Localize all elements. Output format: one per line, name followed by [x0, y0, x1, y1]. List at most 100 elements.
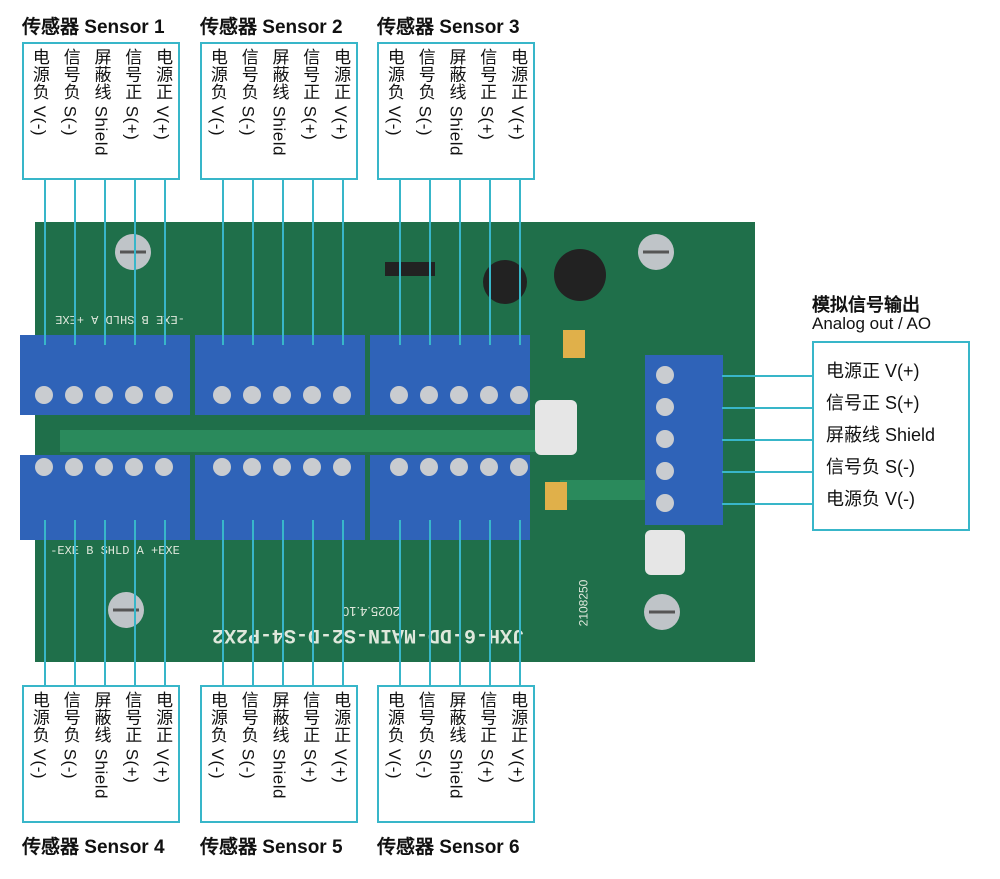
board-serial: 2108250	[576, 579, 591, 627]
connector-line	[342, 180, 344, 345]
pin-label: 屏蔽线 Shield	[91, 48, 111, 156]
sensor-3-pin-box: 电源负 V(-) 信号负 S(-) 屏蔽线 Shield 信号正 S(+) 电源…	[377, 42, 535, 180]
pin-label: 电源正 V(+)	[331, 691, 351, 784]
terminal-screw-icon	[273, 458, 291, 476]
connector-line	[489, 520, 491, 685]
sensor-4-title: 传感器 Sensor 4	[22, 837, 165, 858]
terminal-screw-icon	[65, 458, 83, 476]
terminal-labels-bottom: -EXE B SHLD A +EXE	[50, 544, 180, 558]
pin-label: 电源正 V(+)	[508, 691, 528, 784]
terminal-screw-icon	[243, 458, 261, 476]
connector-line	[282, 180, 284, 345]
pin-label: 信号正 S(+)	[122, 48, 142, 141]
pin-label: 信号正 S(+)	[122, 691, 142, 784]
screw-icon	[115, 234, 151, 270]
terminal-screw-icon	[656, 430, 674, 448]
pin-label: 信号负 S(-)	[238, 691, 258, 780]
sensor-4-pin-box: 电源负 V(-) 信号负 S(-) 屏蔽线 Shield 信号正 S(+) 电源…	[22, 685, 180, 823]
pin-label: 屏蔽线 Shield	[446, 691, 466, 799]
sensor-6-pin-box: 电源负 V(-) 信号负 S(-) 屏蔽线 Shield 信号正 S(+) 电源…	[377, 685, 535, 823]
connector-line	[722, 503, 812, 505]
pin-label: 电源正 V(+)	[153, 691, 173, 784]
connector-line	[104, 520, 106, 685]
pin-label: 信号正 S(+)	[300, 691, 320, 784]
ao-title: 模拟信号输出	[812, 295, 920, 315]
pin-label: 屏蔽线 Shield	[446, 48, 466, 156]
terminal-screw-icon	[213, 386, 231, 404]
terminal-screw-icon	[333, 458, 351, 476]
pin-label: 电源负 V(-)	[207, 691, 227, 780]
connector-line	[164, 520, 166, 685]
terminal-block-top	[370, 335, 530, 415]
terminal-screw-icon	[35, 458, 53, 476]
sensor-2-title: 传感器 Sensor 2	[200, 17, 343, 38]
connector-line	[459, 520, 461, 685]
terminal-screw-icon	[656, 398, 674, 416]
terminal-screw-icon	[480, 386, 498, 404]
screw-icon	[108, 592, 144, 628]
terminal-screw-icon	[510, 386, 528, 404]
terminal-screw-icon	[213, 458, 231, 476]
ao-pin-box: 电源正 V(+) 信号正 S(+) 屏蔽线 Shield 信号负 S(-) 电源…	[812, 341, 970, 531]
terminal-screw-icon	[95, 458, 113, 476]
connector-line	[44, 520, 46, 685]
connector-line	[429, 520, 431, 685]
connector-line	[722, 375, 812, 377]
pin-label: 电源负 V(-)	[29, 691, 49, 780]
terminal-screw-icon	[510, 458, 528, 476]
pin-label: 电源正 V(+)	[331, 48, 351, 141]
pin-label: 电源负 V(-)	[207, 48, 227, 137]
terminal-screw-icon	[273, 386, 291, 404]
capacitor	[545, 482, 567, 510]
connector-line	[222, 180, 224, 345]
ao-pin-label: 信号负 S(-)	[826, 457, 915, 477]
pin-label: 电源负 V(-)	[384, 48, 404, 137]
pin-label: 信号正 S(+)	[477, 48, 497, 141]
pin-label: 信号负 S(-)	[238, 48, 258, 137]
connector-line	[252, 180, 254, 345]
connector-line	[722, 439, 812, 441]
terminal-labels-top: -EXE B SHLD A +EXE	[55, 312, 185, 326]
pin-label: 电源正 V(+)	[508, 48, 528, 141]
terminal-screw-icon	[35, 386, 53, 404]
connector-line	[519, 180, 521, 345]
screw-icon	[638, 234, 674, 270]
connector-line	[489, 180, 491, 345]
terminal-screw-icon	[390, 458, 408, 476]
terminal-screw-icon	[450, 458, 468, 476]
terminal-screw-icon	[450, 386, 468, 404]
pin-label: 电源正 V(+)	[153, 48, 173, 141]
connector-line	[342, 520, 344, 685]
pin-label: 信号正 S(+)	[300, 48, 320, 141]
ao-pin-label: 信号正 S(+)	[826, 393, 920, 413]
pin-label: 信号正 S(+)	[477, 691, 497, 784]
terminal-screw-icon	[243, 386, 261, 404]
connector-line	[399, 180, 401, 345]
connector-line	[722, 471, 812, 473]
connector-line	[282, 520, 284, 685]
sensor-1-pin-box: 电源负 V(-) 信号负 S(-) 屏蔽线 Shield 信号正 S(+) 电源…	[22, 42, 180, 180]
connector-line	[74, 520, 76, 685]
sensor-3-title: 传感器 Sensor 3	[377, 17, 520, 38]
terminal-screw-icon	[65, 386, 83, 404]
terminal-screw-icon	[303, 458, 321, 476]
pin-label: 电源负 V(-)	[384, 691, 404, 780]
connector-line	[312, 180, 314, 345]
pcb-trace	[60, 430, 540, 452]
connector-line	[399, 520, 401, 685]
pin-label: 屏蔽线 Shield	[269, 691, 289, 799]
gdt-tube	[645, 530, 685, 575]
connector-line	[104, 180, 106, 345]
connector-line	[222, 520, 224, 685]
sensor-1-title: 传感器 Sensor 1	[22, 17, 165, 38]
pin-label: 屏蔽线 Shield	[269, 48, 289, 156]
sensor-2-pin-box: 电源负 V(-) 信号负 S(-) 屏蔽线 Shield 信号正 S(+) 电源…	[200, 42, 358, 180]
sensor-5-pin-box: 电源负 V(-) 信号负 S(-) 屏蔽线 Shield 信号正 S(+) 电源…	[200, 685, 358, 823]
connector-line	[164, 180, 166, 345]
pin-label: 信号负 S(-)	[60, 691, 80, 780]
connector-line	[134, 520, 136, 685]
ao-subtitle: Analog out / AO	[812, 314, 932, 333]
terminal-screw-icon	[95, 386, 113, 404]
connector-line	[459, 180, 461, 345]
pin-label: 信号负 S(-)	[60, 48, 80, 137]
